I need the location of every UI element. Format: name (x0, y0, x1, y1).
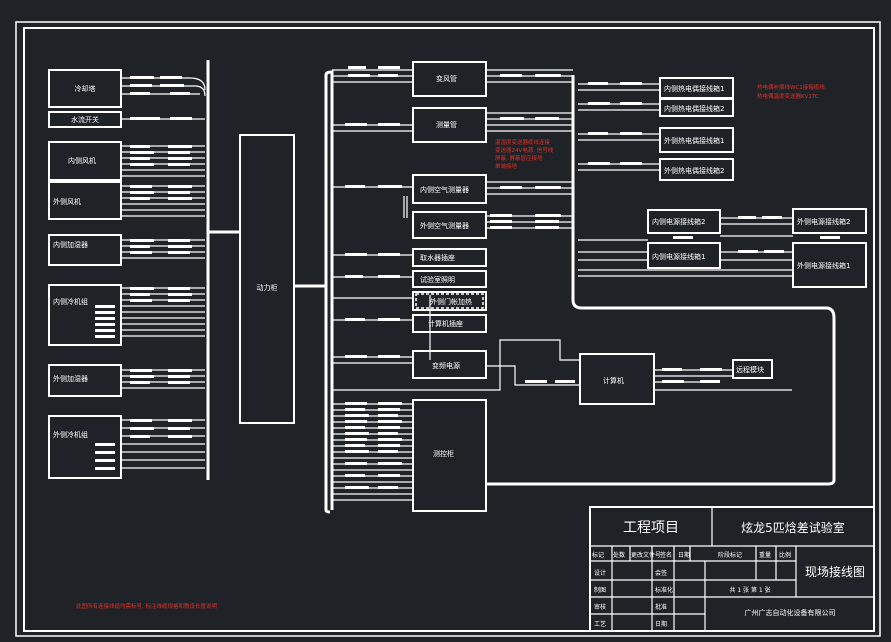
notes: 热电偶补偿线WC1接箱缆线, 热电偶温度变送器KV1TC 温湿度变送器缆线连接 … (76, 83, 827, 610)
junction-inner-power-2: 内侧电源接线箱2 (652, 217, 705, 226)
junction-inner-tc-1: 内侧热电偶接线箱1 (664, 84, 724, 93)
note-bottom: 此图所有连接线缆均需标号, 标注线缆规格和敷设长度说明 (76, 602, 217, 610)
note-middle-2: 变送器24V电源, 信号线 (495, 146, 554, 154)
remote-module-box (732, 359, 773, 379)
header-count: 处数 (613, 551, 625, 559)
device-measure-duct: 测量管 (436, 120, 457, 129)
junction-outer-tc-2: 外侧热电偶接线箱2 (664, 166, 724, 175)
power-cabinet-box (239, 134, 295, 424)
device-outer-fan: 外侧风机 (53, 197, 81, 206)
role-approve: 批准 (655, 603, 667, 611)
note-top-right-1: 热电偶补偿线WC1接箱缆线, (757, 83, 827, 91)
device-lab-lighting: 试验室照明 (420, 275, 455, 284)
thermocouple-junctions: 内侧热电偶接线箱1 内侧热电偶接线箱2 外侧热电偶接线箱1 外侧热电偶接线箱2 (578, 77, 734, 181)
computer-label: 计算机 (603, 376, 624, 385)
note-middle-1: 温湿度变送器缆线连接 (495, 138, 551, 146)
device-inner-humidifier: 内侧加湿器 (53, 240, 88, 249)
device-air-duct: 变风管 (436, 74, 457, 83)
outer-frame (15, 21, 881, 637)
device-door-heater: 外侧门帐加热 (430, 297, 472, 306)
title-company: 广州广志自动化设备有限公司 (745, 608, 836, 617)
role-date: 日期 (655, 620, 667, 628)
remote-module-label: 远程模块 (736, 365, 764, 374)
power-junctions: 内侧电源接线箱2 内侧电源接线箱1 外侧电源接线箱2 外侧电源接线箱1 (578, 208, 867, 288)
device-outer-air-sampler: 外侧空气测量器 (420, 221, 469, 230)
header-date: 日期 (678, 551, 690, 559)
role-design: 设计 (594, 569, 606, 577)
header-change-doc: 更改文件号 (631, 551, 661, 559)
title-project-name: 炫龙5匹焓差试验室 (741, 520, 845, 535)
header-weight: 重量 (759, 551, 771, 559)
role-review: 审核 (594, 603, 606, 611)
role-countersign: 会签 (655, 569, 667, 577)
device-vfd-power: 变频电源 (432, 361, 460, 370)
inner-frame (23, 27, 875, 632)
junction-inner-tc-2: 内侧热电偶接线箱2 (664, 104, 724, 113)
device-inner-air-sampler: 内侧空气测量器 (420, 185, 469, 194)
left-wiring (121, 60, 240, 480)
device-cooling-tower: 冷却塔 (75, 84, 96, 93)
device-water-socket: 取水器插座 (420, 253, 455, 262)
junction-outer-tc-1: 外侧热电偶接线箱1 (664, 136, 724, 145)
middle-device-group: 变风管 测量管 内侧空气测量器 外侧空气测量器 取水器插座 试验室照明 外侧门帐… (412, 61, 487, 512)
note-middle-4: 单端接地 (495, 162, 518, 170)
device-computer-socket: 计算机插座 (428, 319, 463, 328)
header-stage: 阶段标记 (718, 551, 742, 559)
role-standard: 标准化 (655, 586, 673, 594)
role-process: 工艺 (594, 620, 606, 628)
junction-outer-power-1: 外侧电源接线箱1 (797, 261, 850, 270)
title-drawing-name: 现场接线图 (805, 564, 865, 579)
device-flow-switch: 水流开关 (71, 115, 99, 124)
middle-cable-tags (345, 66, 722, 489)
device-control-cabinet: 测控柜 (433, 449, 454, 458)
note-top-right-2: 热电偶温度变送器KV1TC (757, 92, 819, 100)
left-device-group: 冷却塔 水流开关 内侧风机 外侧风机 内侧加湿器 内侧冷机组 外侧加湿器 外侧冷… (48, 69, 122, 479)
title-block: 工程项目 炫龙5匹焓差试验室 现场接线图 广州广志自动化设备有限公司 共 1 张… (589, 506, 875, 632)
central-bus (324, 70, 334, 514)
device-inner-chiller: 内侧冷机组 (53, 297, 88, 306)
left-cable-tags (95, 76, 192, 470)
device-outer-humidifier: 外侧加湿器 (53, 374, 88, 383)
device-outer-chiller: 外侧冷机组 (53, 430, 88, 439)
junction-inner-power-1: 内侧电源接线箱1 (652, 252, 705, 261)
junction-outer-power-2: 外侧电源接线箱2 (797, 217, 850, 226)
title-project-label: 工程项目 (623, 520, 679, 536)
note-middle-3: 屏蔽, 屏蔽层应接地 (495, 154, 543, 162)
role-draw: 制图 (594, 586, 606, 594)
computer-box (579, 353, 655, 405)
header-scale: 比例 (779, 551, 791, 559)
header-sign: 签名 (660, 551, 672, 559)
power-cabinet-label: 动力柜 (257, 283, 278, 292)
title-sheet-info: 共 1 张 第 1 张 (729, 586, 770, 594)
device-inner-fan: 内侧风机 (68, 156, 96, 165)
header-mark: 标记 (592, 551, 604, 559)
